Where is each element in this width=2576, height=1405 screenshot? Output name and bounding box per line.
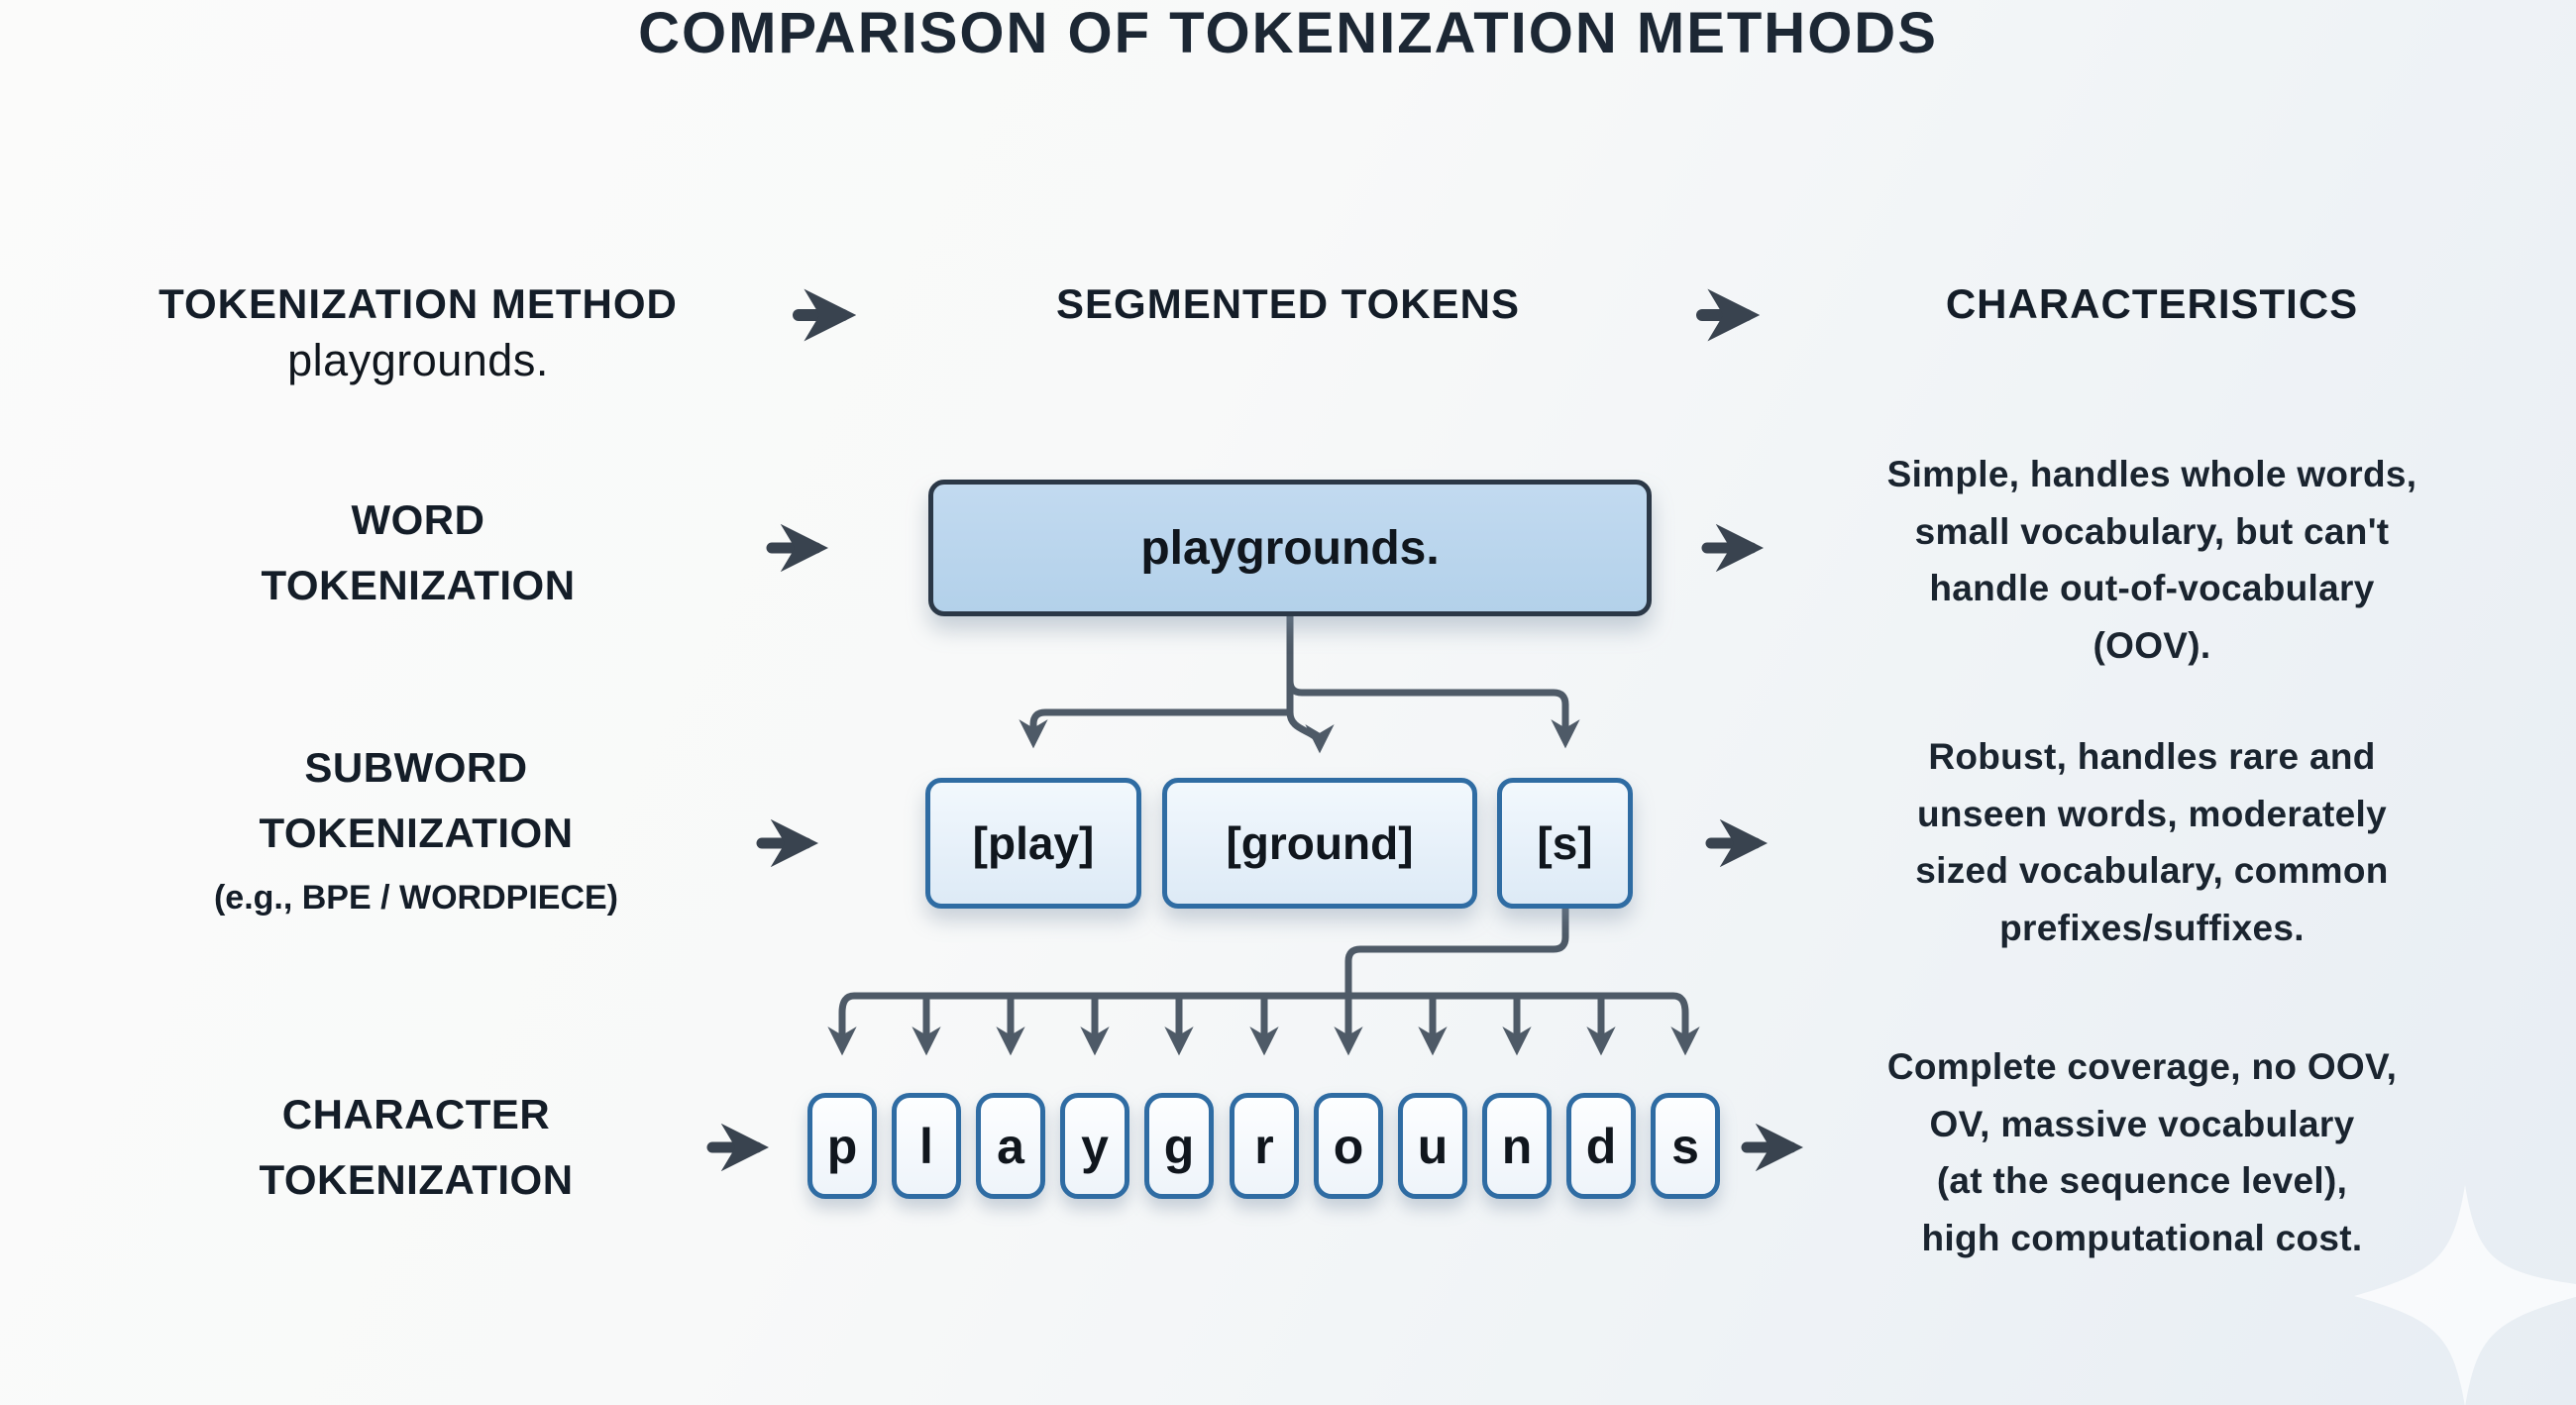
char-token-box: u	[1398, 1093, 1467, 1199]
char-token-text: l	[919, 1118, 933, 1174]
characteristics-line: prefixes/suffixes.	[1999, 907, 2305, 948]
diagram-title: COMPARISON OF TOKENIZATION METHODS	[638, 1, 1938, 65]
char-token-box: o	[1314, 1093, 1383, 1199]
sparkle-watermark	[2354, 1185, 2576, 1405]
subword-token-box: [s]	[1497, 778, 1633, 909]
characteristics-line: handle out-of-vocabulary	[1929, 568, 2375, 608]
char-token-box: a	[976, 1093, 1045, 1199]
char-token-box: r	[1230, 1093, 1299, 1199]
char-token-text: y	[1081, 1118, 1109, 1174]
subword-token-text: [ground]	[1226, 817, 1414, 869]
subword-tokenization-label: SUBWORD TOKENIZATION (e.g., BPE / WORDPI…	[69, 735, 763, 929]
word-tokenization-label: WORD TOKENIZATION	[71, 487, 765, 618]
label-note: (e.g., BPE / WORDPIECE)	[213, 879, 619, 917]
char-token-text: s	[1671, 1118, 1699, 1174]
word-characteristics-text: Simple, handles whole words, small vocab…	[1805, 446, 2499, 674]
char-token-box: d	[1566, 1093, 1636, 1199]
char-token-text: n	[1501, 1118, 1533, 1174]
label-line: TOKENIZATION	[261, 562, 576, 608]
col-header-tokens: SEGMENTED TOKENS	[1056, 280, 1520, 327]
label-line: CHARACTER	[281, 1091, 551, 1137]
subword-token-box: [ground]	[1162, 778, 1477, 909]
col-header-characteristics: CHARACTERISTICS	[1945, 280, 2359, 327]
characteristics-line: Complete coverage, no OOV,	[1886, 1046, 2398, 1087]
label-line: TOKENIZATION	[259, 810, 574, 856]
char-token-text: g	[1163, 1118, 1195, 1174]
characteristics-line: small vocabulary, but can't	[1914, 510, 2390, 552]
char-token-text: r	[1254, 1118, 1274, 1174]
label-line: SUBWORD	[304, 744, 528, 791]
char-token-box: l	[892, 1093, 961, 1199]
char-token-text: d	[1585, 1118, 1617, 1174]
char-token-text: u	[1417, 1118, 1449, 1174]
characteristics-line: OV, massive vocabulary	[1929, 1103, 2355, 1144]
characteristics-line: Robust, handles rare and	[1928, 736, 2376, 777]
character-tokenization-label: CHARACTER TOKENIZATION	[69, 1082, 763, 1213]
characteristics-line: Simple, handles whole words,	[1886, 454, 2417, 494]
col-header-method: TOKENIZATION METHOD	[159, 280, 678, 327]
label-line: WORD	[351, 496, 485, 543]
char-token-text: p	[826, 1118, 858, 1174]
method-sample-text: playgrounds.	[287, 335, 549, 385]
char-token-box: s	[1651, 1093, 1720, 1199]
word-to-subword-connector	[1019, 616, 1580, 754]
character-characteristics-text: Complete coverage, no OOV, OV, massive v…	[1795, 1038, 2489, 1266]
characteristics-line: sized vocabulary, common	[1915, 850, 2389, 891]
characteristics-line: high computational cost.	[1921, 1217, 2363, 1258]
char-token-box: g	[1144, 1093, 1214, 1199]
subword-token-text: [play]	[972, 817, 1095, 869]
word-token-text: playgrounds.	[1140, 521, 1440, 575]
subword-token-text: [s]	[1537, 817, 1593, 869]
char-token-box: n	[1482, 1093, 1552, 1199]
label-line: TOKENIZATION	[259, 1156, 574, 1203]
characteristics-line: (at the sequence level),	[1936, 1160, 2348, 1201]
word-token-box: playgrounds.	[928, 480, 1652, 616]
subword-token-box: [play]	[925, 778, 1141, 909]
char-token-text: a	[997, 1118, 1024, 1174]
char-token-text: o	[1333, 1118, 1364, 1174]
char-token-box: y	[1060, 1093, 1129, 1199]
characteristics-line: (OOV).	[2093, 624, 2211, 666]
subword-to-char-connector	[827, 909, 1700, 1056]
char-token-box: p	[807, 1093, 877, 1199]
characteristics-line: unseen words, moderately	[1917, 793, 2387, 834]
subword-characteristics-text: Robust, handles rare and unseen words, m…	[1805, 728, 2499, 956]
